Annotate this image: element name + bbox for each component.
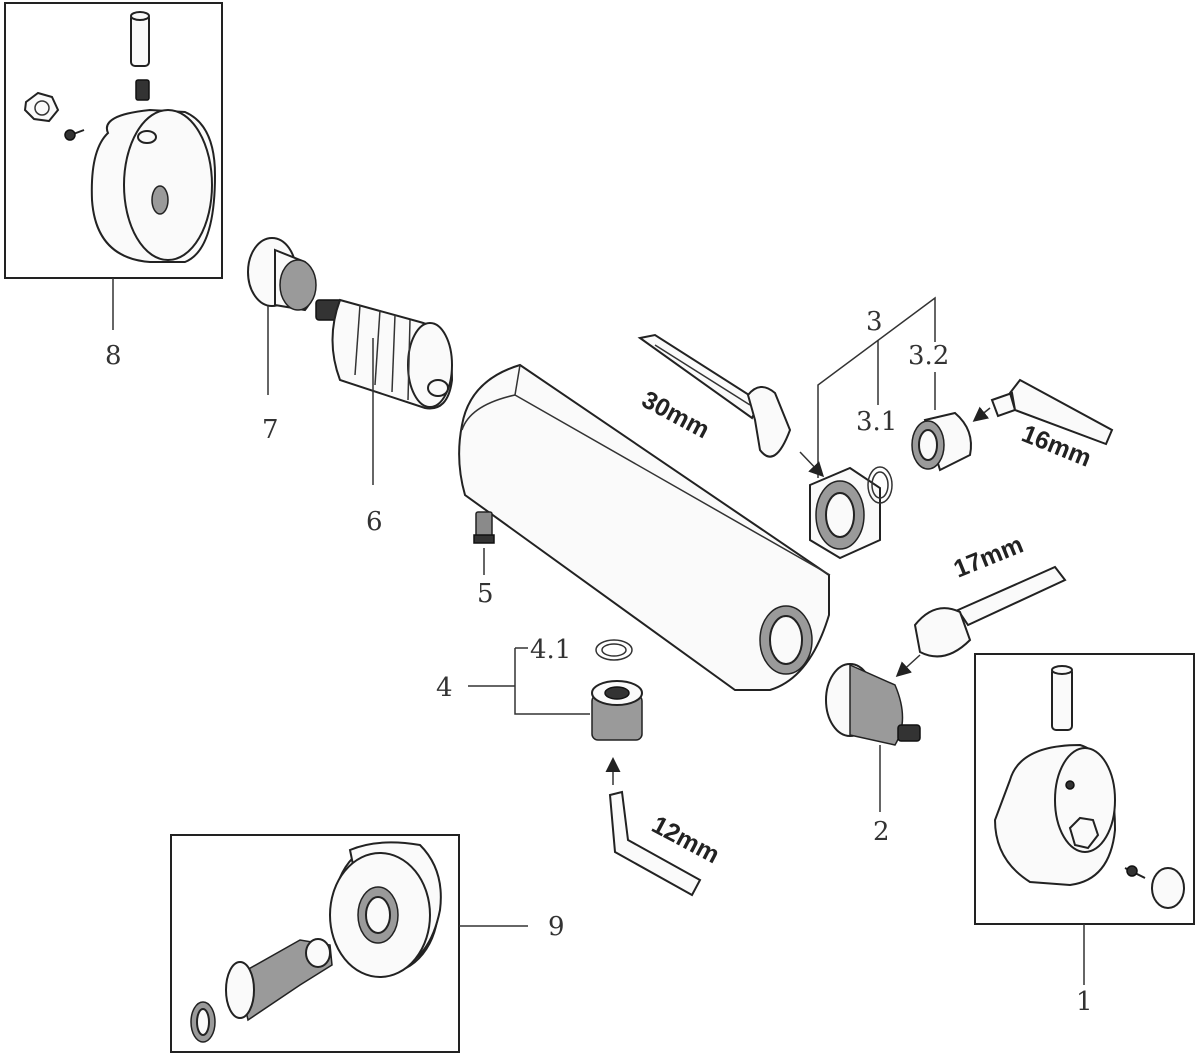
label-7: 7: [262, 415, 279, 445]
part-1-handle-box: [974, 653, 1195, 925]
grub-screw: [135, 79, 150, 101]
part-3-nut: [809, 466, 881, 560]
part-3-1-oring: [867, 466, 893, 504]
mixer-body: [458, 363, 831, 691]
label-3: 3: [866, 307, 883, 337]
part-9-rosette-box: [170, 834, 460, 1053]
label-8: 8: [105, 341, 122, 371]
leader-3: [817, 296, 936, 478]
hex-key-16mm: [990, 378, 1114, 446]
label-5: 5: [477, 579, 494, 609]
hex-key-12mm: [608, 790, 702, 897]
size-30mm: 30mm: [637, 386, 714, 445]
label-3-1: 3.1: [856, 407, 897, 437]
label-1: 1: [1076, 987, 1093, 1017]
part-4-fitting: [591, 680, 643, 741]
size-17mm: 17mm: [950, 531, 1027, 584]
label-4-1: 4.1: [530, 635, 571, 665]
label-3-2: 3.2: [908, 341, 949, 371]
handle-pin: [130, 13, 150, 67]
label-6: 6: [366, 507, 383, 537]
wrench-30mm: [637, 333, 792, 458]
cap: [1151, 867, 1185, 909]
part-5-screw: [473, 511, 495, 544]
part-3-2-adapter: [911, 411, 972, 472]
label-4: 4: [436, 673, 453, 703]
part-6-cartridge: [315, 298, 454, 410]
hex-nut: [23, 91, 60, 123]
wrench-17mm: [913, 565, 1067, 658]
part-4-1-washer: [595, 639, 633, 661]
part-8-handle-box: [4, 2, 223, 279]
small-screw: [64, 129, 76, 141]
part-7-ring: [247, 237, 317, 312]
label-9: 9: [548, 912, 565, 942]
part-2-valve: [825, 663, 921, 746]
label-2: 2: [873, 817, 890, 847]
leader-4: [514, 648, 590, 715]
